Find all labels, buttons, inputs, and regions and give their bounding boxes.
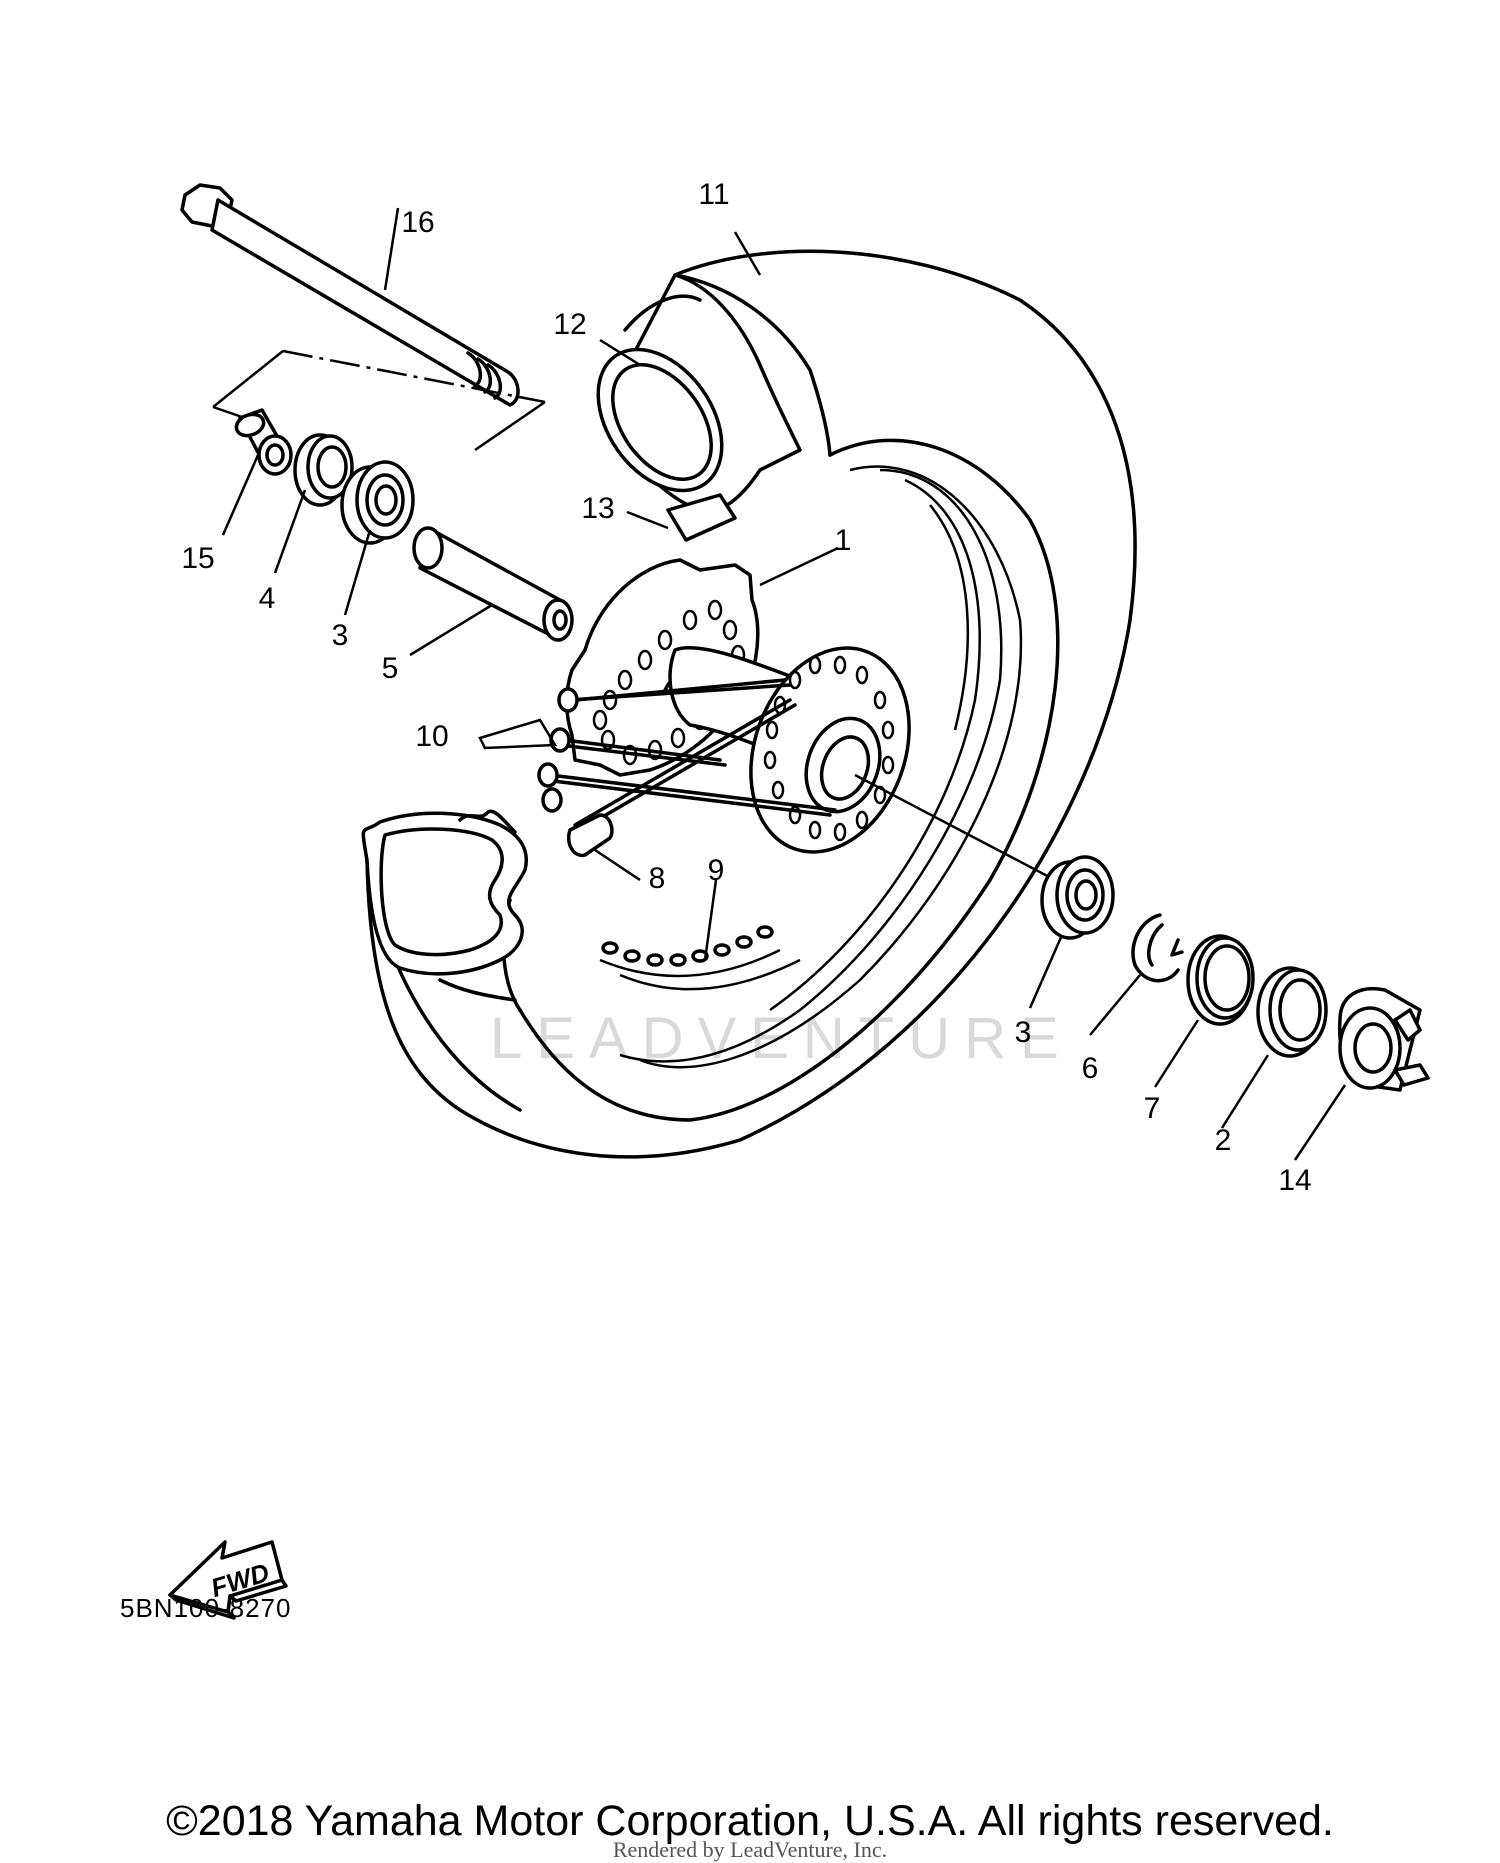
- valve: [567, 813, 614, 858]
- callout-3-right: 3: [1015, 1016, 1032, 1049]
- spacer: [412, 526, 574, 642]
- callout-3-left: 3: [332, 619, 349, 652]
- callout-16: 16: [401, 206, 434, 239]
- render-credit: Rendered by LeadVenture, Inc.: [612, 1837, 888, 1862]
- spoke-nipples: [601, 925, 774, 967]
- callout-13: 13: [581, 492, 614, 525]
- tube: [596, 273, 802, 513]
- oil-seal: [293, 433, 354, 507]
- callout-6: 6: [1082, 1052, 1099, 1085]
- tire: [365, 249, 1137, 1159]
- bearing-left: [340, 460, 415, 545]
- spokes: [537, 678, 837, 832]
- axle-centerline: [854, 773, 1056, 882]
- axle: [180, 183, 520, 407]
- meter-clutch: [1186, 934, 1255, 1026]
- callout-1: 1: [835, 524, 852, 557]
- tire-cross-section: [361, 809, 528, 1002]
- leader-lines: [221, 207, 1347, 1161]
- callout-11: 11: [698, 178, 729, 211]
- fwd-arrow-icon: FWD: [168, 1540, 288, 1620]
- watermark: LEADVENTURE: [490, 1006, 1073, 1071]
- callout-5: 5: [382, 652, 399, 685]
- callout-10: 10: [415, 720, 448, 753]
- callout-15: 15: [181, 542, 214, 575]
- callout-8: 8: [649, 862, 666, 895]
- collar-bracket: [212, 349, 546, 452]
- callout-4: 4: [259, 582, 276, 615]
- collar: [234, 408, 293, 476]
- rim-band: [666, 493, 737, 542]
- meter-gear: [1337, 987, 1430, 1092]
- callout-7: 7: [1144, 1092, 1161, 1125]
- callout-14: 14: [1278, 1164, 1311, 1197]
- callout-12: 12: [553, 308, 586, 341]
- callout-2: 2: [1215, 1124, 1232, 1157]
- circlip: [1131, 913, 1184, 983]
- diagram-code: 5BN100-8270: [120, 1593, 292, 1623]
- oil-seal-right: [1256, 966, 1328, 1058]
- copyright-notice: ©2018 Yamaha Motor Corporation, U.S.A. A…: [166, 1797, 1334, 1845]
- callout-9: 9: [708, 854, 725, 887]
- bearing-right: [1040, 855, 1115, 940]
